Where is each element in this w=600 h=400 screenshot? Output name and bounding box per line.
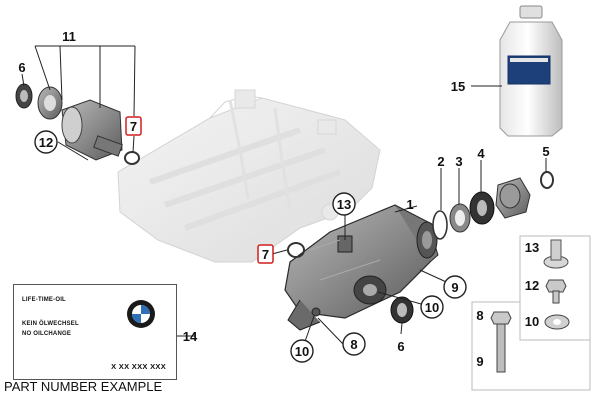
- callout-10-box: 10: [525, 314, 539, 329]
- callout-14: 14: [183, 329, 198, 344]
- callout-11: 11: [62, 29, 76, 44]
- callout-9-main: 9: [451, 280, 458, 295]
- bmw-roundel-icon: [127, 300, 155, 328]
- lifetime-oil-label-card: LIFE-TIME-OIL KEIN ÖLWECHSEL NO OILCHANG…: [13, 284, 177, 380]
- fastener-parts: [471, 235, 591, 391]
- callout-7-mid-box: [257, 244, 274, 264]
- differential-housing: [284, 204, 439, 331]
- callout-6-bottom: 6: [397, 339, 404, 354]
- callout-15: 15: [451, 79, 465, 94]
- callout-13-main: 13: [337, 197, 351, 212]
- callout-12-left: 12: [39, 135, 53, 150]
- oil-sump-ghost: [117, 89, 381, 263]
- callout-13-box: 13: [525, 240, 539, 255]
- callout-8-box: 8: [476, 308, 483, 323]
- callout-7-top: 7: [130, 119, 137, 134]
- label-part-number: X XX XXX XXX: [111, 362, 166, 371]
- callout-9-circle: [443, 275, 467, 299]
- callout-4: 4: [477, 146, 485, 161]
- callout-1: 1: [406, 197, 413, 212]
- callout-10-right: 10: [425, 300, 439, 315]
- callout-5: 5: [542, 144, 549, 159]
- output-shaft-assembly: [15, 83, 140, 165]
- callout-10-right-circle: [420, 295, 444, 319]
- callout-6-top: 6: [18, 60, 25, 75]
- o-ring-middle: [287, 242, 305, 258]
- callout-8-circle: [342, 332, 366, 356]
- oil-bottle: [499, 5, 563, 137]
- label-line-1: LIFE-TIME-OIL: [22, 297, 66, 303]
- callout-9-box: 9: [476, 354, 483, 369]
- label-line-3: NO OILCHANGE: [22, 331, 72, 337]
- callout-8-main: 8: [350, 337, 357, 352]
- callout-10-bottom: 10: [295, 344, 309, 359]
- callout-7-top-box: [125, 116, 142, 136]
- callout-10-bottom-circle: [290, 339, 314, 363]
- callouts: 11 6 12 7 15 2 3 4 5 1 13 7 9 10 6 10 8 …: [18, 29, 549, 369]
- label-line-2: KEIN ÖLWECHSEL: [22, 321, 79, 327]
- callout-3: 3: [455, 154, 462, 169]
- flange-stack: [432, 171, 554, 240]
- callout-7-mid: 7: [262, 247, 269, 262]
- callout-12-circle: [34, 130, 58, 154]
- callout-12-box: 12: [525, 278, 539, 293]
- callout-13-circle: [332, 192, 356, 216]
- footer-caption: PART NUMBER EXAMPLE: [4, 379, 163, 394]
- callout-2: 2: [437, 154, 444, 169]
